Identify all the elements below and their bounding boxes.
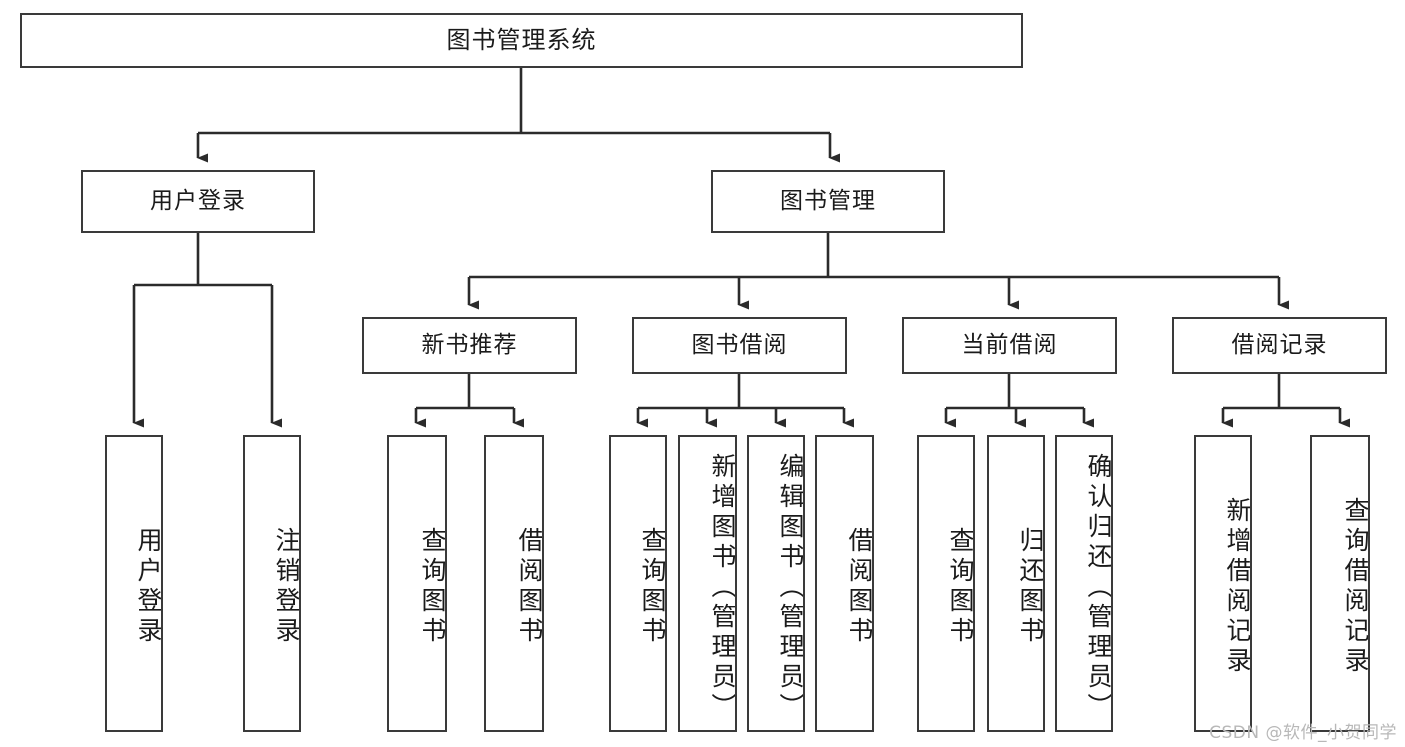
node-leaf-add-book-admin[interactable]: 新增图书（管理员） bbox=[678, 435, 737, 732]
node-leaf-logout[interactable]: 注销登录 bbox=[243, 435, 301, 732]
node-new-book-recommend[interactable]: 新书推荐 bbox=[362, 317, 577, 374]
node-label: 查询图书 bbox=[946, 526, 975, 647]
node-leaf-add-borrow-record[interactable]: 新增借阅记录 bbox=[1194, 435, 1252, 732]
node-leaf-edit-book-admin[interactable]: 编辑图书（管理员） bbox=[747, 435, 805, 732]
node-label: 查询图书 bbox=[418, 526, 447, 647]
node-label: 归还图书 bbox=[1016, 526, 1045, 647]
node-label: 查询借阅记录 bbox=[1341, 496, 1370, 677]
node-label: 编辑图书（管理员） bbox=[776, 453, 805, 723]
node-leaf-borrow-book-recommend[interactable]: 借阅图书 bbox=[484, 435, 544, 732]
node-leaf-borrow-book[interactable]: 借阅图书 bbox=[815, 435, 874, 732]
node-label: 新增借阅记录 bbox=[1223, 496, 1252, 677]
csdn-watermark: CSDN @软件_小贺同学 bbox=[1209, 723, 1397, 743]
node-label: 借阅记录 bbox=[1231, 331, 1328, 358]
node-label: 新书推荐 bbox=[421, 331, 518, 358]
node-user-login[interactable]: 用户登录 bbox=[81, 170, 315, 233]
node-label: 图书管理系统 bbox=[446, 26, 597, 55]
node-book-borrow[interactable]: 图书借阅 bbox=[632, 317, 847, 374]
node-label: 新增图书（管理员） bbox=[708, 453, 737, 723]
node-label: 查询图书 bbox=[638, 526, 667, 647]
node-label: 图书借阅 bbox=[691, 331, 788, 358]
node-leaf-user-login[interactable]: 用户登录 bbox=[105, 435, 163, 732]
node-leaf-query-borrow-record[interactable]: 查询借阅记录 bbox=[1310, 435, 1370, 732]
node-root-system[interactable]: 图书管理系统 bbox=[20, 13, 1023, 68]
node-label: 用户登录 bbox=[134, 526, 163, 647]
node-current-borrow[interactable]: 当前借阅 bbox=[902, 317, 1117, 374]
node-leaf-confirm-return-admin[interactable]: 确认归还（管理员） bbox=[1055, 435, 1113, 732]
node-leaf-query-book-borrow[interactable]: 查询图书 bbox=[609, 435, 667, 732]
node-borrow-record[interactable]: 借阅记录 bbox=[1172, 317, 1387, 374]
node-leaf-return-book[interactable]: 归还图书 bbox=[987, 435, 1045, 732]
node-label: 当前借阅 bbox=[961, 331, 1058, 358]
node-book-manage[interactable]: 图书管理 bbox=[711, 170, 945, 233]
node-leaf-query-book-recommend[interactable]: 查询图书 bbox=[387, 435, 447, 732]
node-label: 注销登录 bbox=[272, 526, 301, 647]
node-label: 确认归还（管理员） bbox=[1084, 453, 1113, 723]
node-label: 图书管理 bbox=[780, 187, 876, 214]
node-label: 用户登录 bbox=[150, 187, 246, 214]
node-leaf-query-book-current[interactable]: 查询图书 bbox=[917, 435, 975, 732]
node-label: 借阅图书 bbox=[515, 526, 544, 647]
node-label: 借阅图书 bbox=[845, 526, 874, 647]
